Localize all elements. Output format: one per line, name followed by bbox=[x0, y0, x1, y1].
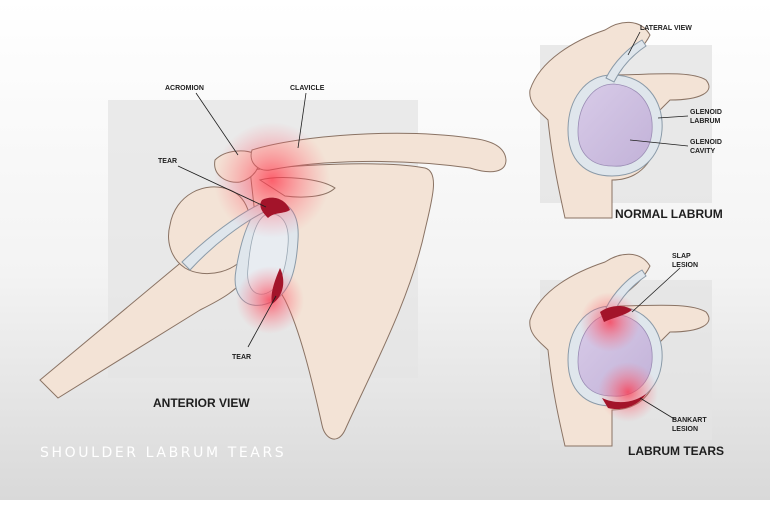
torn-lateral-shoulder bbox=[529, 253, 710, 447]
tear-upper-label: TEAR bbox=[158, 158, 177, 165]
normal-lateral-shoulder bbox=[529, 21, 710, 219]
bankart-inflammation bbox=[598, 362, 658, 422]
normal-labrum-title: NORMAL LABRUM bbox=[615, 207, 723, 221]
glenoid-labrum-label: GLENOID LABRUM bbox=[690, 109, 724, 125]
slap-lesion-label: SLAP LESION bbox=[672, 253, 698, 269]
tear-upper bbox=[260, 197, 290, 218]
normal-cavity bbox=[577, 83, 653, 167]
labrum-tears-title: LABRUM TEARS bbox=[628, 444, 724, 458]
normal-biceps-tendon bbox=[605, 39, 647, 83]
tear-lower bbox=[271, 268, 284, 304]
anterior-leaders bbox=[177, 92, 307, 348]
inflammation-lower bbox=[236, 266, 304, 334]
acromion-label: ACROMION bbox=[165, 85, 204, 92]
clavicle-label: CLAVICLE bbox=[290, 85, 325, 92]
anterior-view-title: ANTERIOR VIEW bbox=[153, 396, 250, 410]
bankart-lesion-label: BANKART LESION bbox=[672, 417, 709, 433]
slap-tear bbox=[600, 306, 632, 322]
lateral-view-label: LATERAL VIEW bbox=[640, 25, 692, 32]
inflammation-upper bbox=[214, 122, 330, 238]
slap-inflammation bbox=[580, 292, 640, 352]
tears-leaders bbox=[631, 267, 681, 421]
bankart-tear bbox=[602, 394, 646, 410]
glenoid-cavity-label: GLENOID CAVITY bbox=[690, 139, 724, 155]
tear-lower-label: TEAR bbox=[232, 354, 251, 361]
normal-leaders bbox=[627, 31, 689, 147]
brand-title: SHOULDER LABRUM TEARS bbox=[40, 445, 287, 461]
anterior-shoulder bbox=[39, 122, 507, 440]
